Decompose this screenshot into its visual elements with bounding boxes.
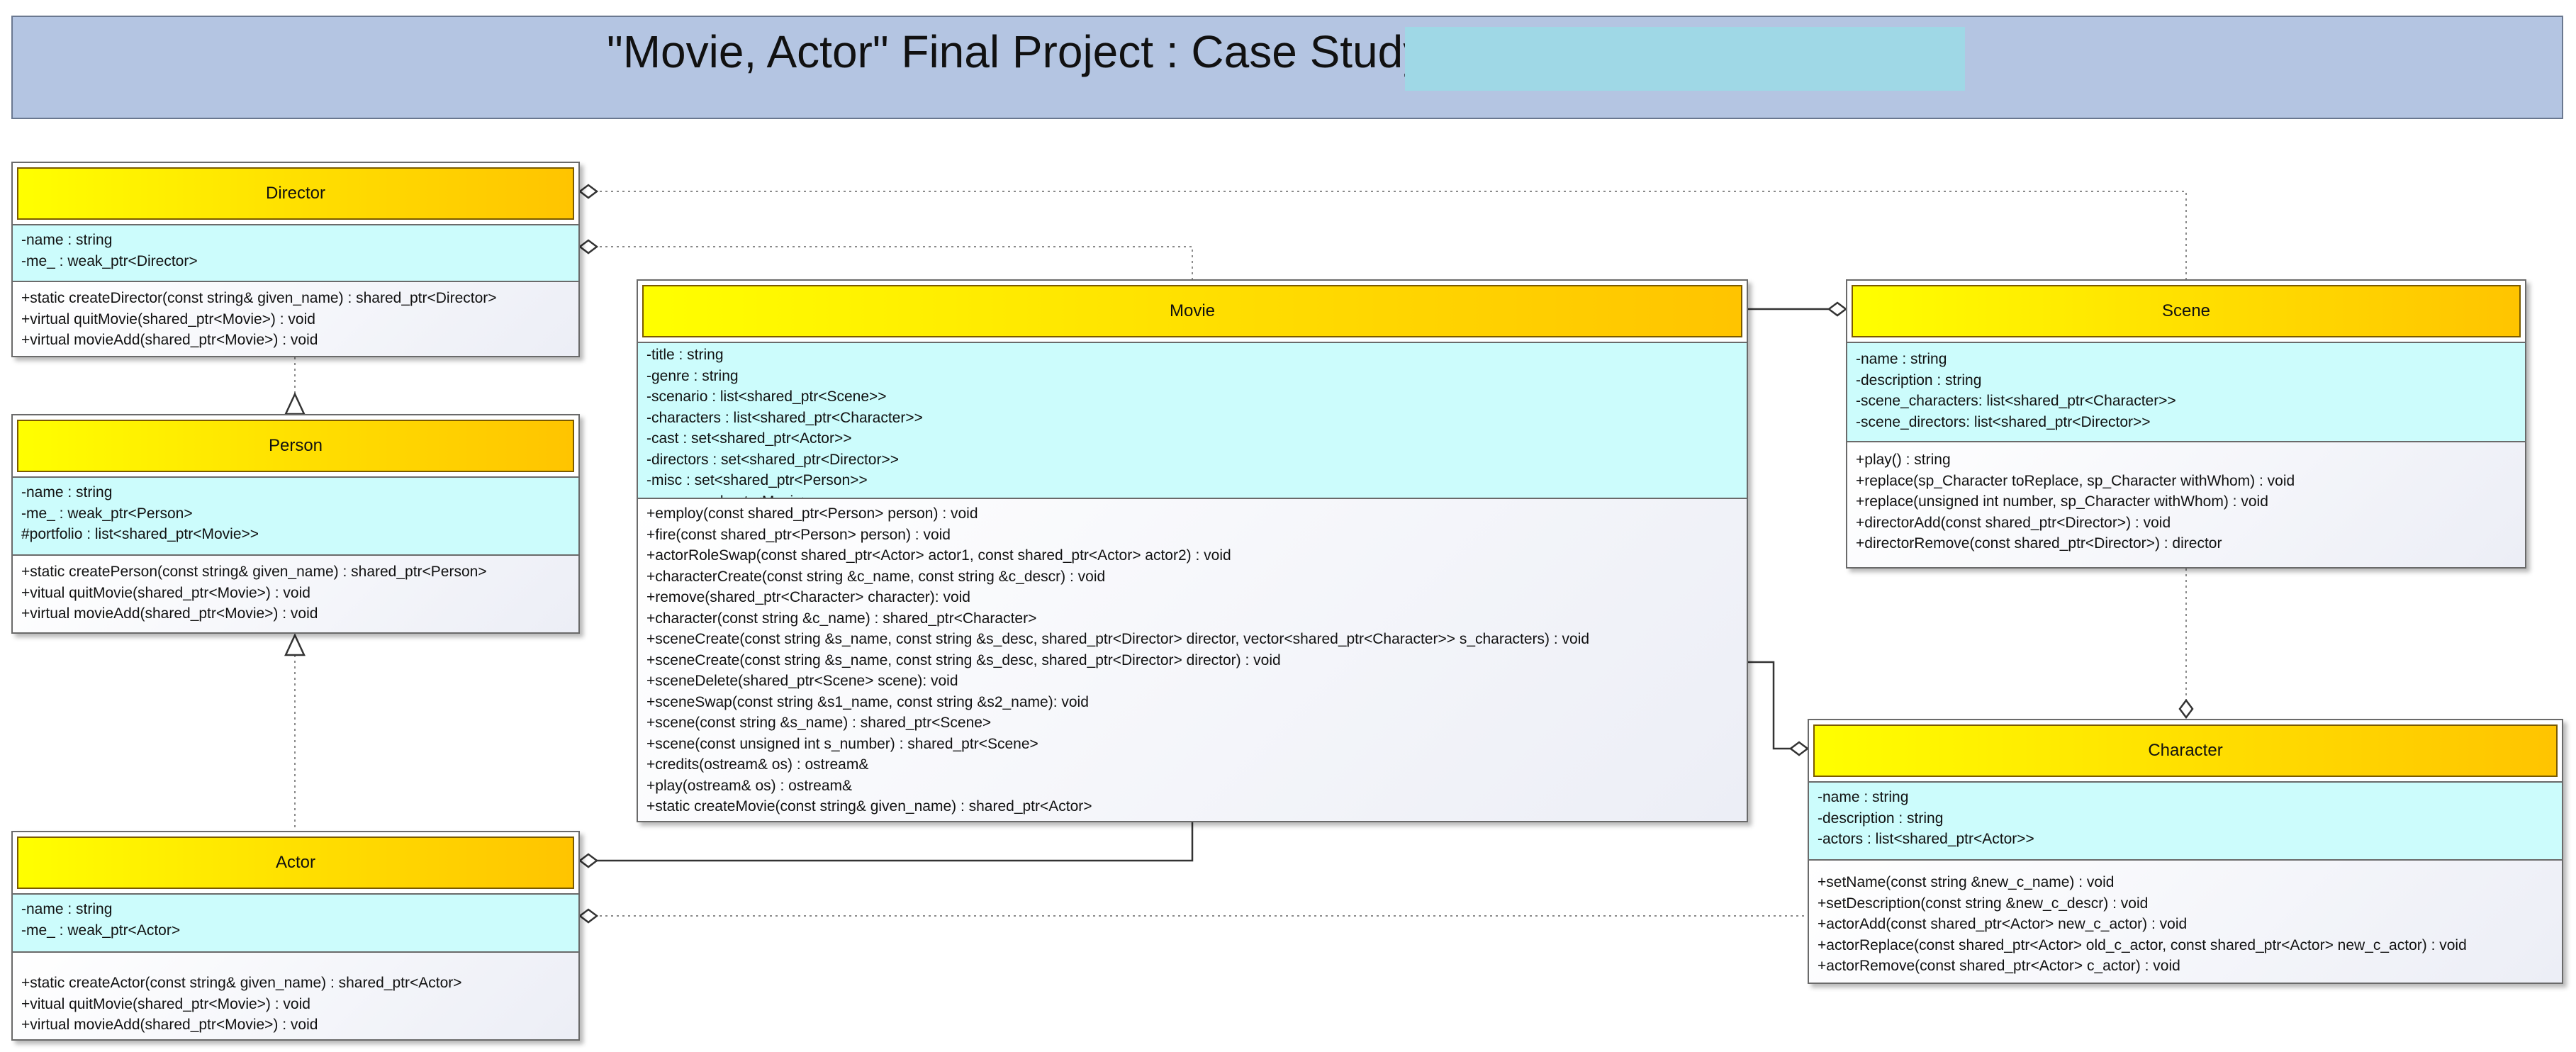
actor-operation: +static createActor(const string& given_… xyxy=(21,975,462,991)
movie-operation: +play(ostream& os) : ostream& xyxy=(646,777,853,794)
actor-operation: +vitual quitMovie(shared_ptr<Movie>) : v… xyxy=(21,995,310,1012)
person-operation: +virtual movieAdd(shared_ptr<Movie>) : v… xyxy=(21,605,318,622)
class-director-attributes: -name : string -me_ : weak_ptr<Director> xyxy=(13,224,578,282)
movie-operation: +actorRoleSwap(const shared_ptr<Actor> a… xyxy=(646,547,1231,564)
scene-attribute: -scene_directors: list<shared_ptr<Direct… xyxy=(1856,413,2151,430)
character-operation: +actorReplace(const shared_ptr<Actor> ol… xyxy=(1818,936,2467,953)
person-operation: +static createPerson(const string& given… xyxy=(21,564,487,580)
person-attribute: #portfolio : list<shared_ptr<Movie>> xyxy=(21,526,259,542)
character-movie-diamond xyxy=(1788,741,1810,756)
director-attribute: -name : string xyxy=(21,232,113,248)
scene-attribute: -scene_characters: list<shared_ptr<Chara… xyxy=(1856,393,2176,409)
movie-operation: +static createMovie(const string& given_… xyxy=(646,798,1092,815)
class-actor[interactable]: Actor -name : string -me_ : weak_ptr<Acto… xyxy=(11,831,580,1041)
scene-attribute: -name : string xyxy=(1856,351,1947,367)
class-person-operations: +static createPerson(const string& given… xyxy=(13,556,578,632)
class-director-header: Director xyxy=(17,167,574,220)
class-person-attributes: -name : string -me_ : weak_ptr<Person> #po… xyxy=(13,476,578,556)
director-attribute: -me_ : weak_ptr<Director> xyxy=(21,252,198,269)
class-scene-attributes: -name : string -description : string -scen… xyxy=(1847,342,2525,442)
actor-attribute: -name : string xyxy=(21,901,113,917)
character-attribute: -actors : list<shared_ptr<Actor>> xyxy=(1818,831,2034,847)
actor-operation: +virtual movieAdd(shared_ptr<Movie>) : v… xyxy=(21,1017,318,1033)
movie-attribute: -title : string xyxy=(646,347,724,363)
character-scene-diamond xyxy=(2178,698,2194,720)
person-attribute: -name : string xyxy=(21,484,113,500)
director-operation: +virtual movieAdd(shared_ptr<Movie>) : v… xyxy=(21,332,318,348)
movie-operation: +sceneCreate(const string &s_name, const… xyxy=(646,651,1281,668)
class-movie[interactable]: Movie -title : string -genre : string -sce… xyxy=(637,279,1748,822)
character-attribute: -name : string xyxy=(1818,789,1909,805)
movie-attribute: -genre : string xyxy=(646,367,739,384)
class-actor-operations: +static createActor(const string& given_… xyxy=(13,953,578,1039)
movie-attribute: -cast : set<shared_ptr<Actor>> xyxy=(646,430,852,447)
actor-character-diamond xyxy=(578,908,599,924)
class-character-attributes: -name : string -description : string -acto… xyxy=(1809,781,2562,861)
scene-operation: +directorRemove(const shared_ptr<Directo… xyxy=(1856,535,2222,552)
movie-attribute: -directors : set<shared_ptr<Director>> xyxy=(646,451,899,468)
movie-attribute: -me_ : weak_ptr<Movie> xyxy=(646,491,1738,498)
director-scene-link xyxy=(588,191,2187,279)
character-operation: +setDescription(const string &new_c_desc… xyxy=(1818,895,2149,912)
movie-attribute: -characters : list<shared_ptr<Character>… xyxy=(646,409,923,426)
scene-operation: +replace(unsigned int number, sp_Charact… xyxy=(1856,493,2268,510)
director-operation: +static createDirector(const string& giv… xyxy=(21,290,497,306)
movie-actor-link xyxy=(588,822,1194,862)
class-scene[interactable]: Scene -name : string -description : strin… xyxy=(1846,279,2526,569)
character-attribute: -description : string xyxy=(1818,810,1944,827)
diagram-title: "Movie, Actor" Final Project : Case Stud… xyxy=(607,26,1426,77)
actor-attribute: -me_ : weak_ptr<Actor> xyxy=(21,922,181,939)
scene-movie-diamond xyxy=(1827,301,1848,317)
class-movie-operations: +employ(const shared_ptr<Person> person)… xyxy=(638,499,1747,821)
movie-operation: +sceneDelete(shared_ptr<Scene> scene): v… xyxy=(646,673,958,689)
character-operation: +setName(const string &new_c_name) : voi… xyxy=(1818,874,2115,890)
class-actor-attributes: -name : string -me_ : weak_ptr<Actor> xyxy=(13,893,578,953)
class-character-header: Character xyxy=(1813,724,2558,777)
scene-attribute: -description : string xyxy=(1856,371,1982,388)
director-generalization-arrow xyxy=(284,392,306,415)
class-character[interactable]: Character -name : string -description : s… xyxy=(1808,719,2563,984)
movie-operation: +sceneSwap(const string &s1_name, const … xyxy=(646,693,1089,710)
movie-operation: +fire(const shared_ptr<Person> person) :… xyxy=(646,526,951,543)
movie-operation: +credits(ostream& os) : ostream& xyxy=(646,756,869,773)
class-movie-header: Movie xyxy=(642,285,1742,337)
scene-operation: +play() : string xyxy=(1856,452,1951,468)
class-director-operations: +static createDirector(const string& giv… xyxy=(13,282,578,356)
class-person-header: Person xyxy=(17,420,574,472)
movie-operation: +characterCreate(const string &c_name, c… xyxy=(646,568,1106,585)
class-scene-header: Scene xyxy=(1852,285,2521,337)
movie-operation: +remove(shared_ptr<Character> character)… xyxy=(646,589,970,605)
class-character-operations: +setName(const string &new_c_name) : voi… xyxy=(1809,861,2562,983)
actor-generalization-arrow xyxy=(284,633,306,656)
movie-operation: +scene(const unsigned int s_number) : sh… xyxy=(646,735,1038,752)
movie-character-link xyxy=(1748,661,1791,750)
movie-operation: +scene(const string &s_name) : shared_pt… xyxy=(646,715,992,731)
movie-operation: +employ(const shared_ptr<Person> person)… xyxy=(646,505,978,522)
title-highlight-box xyxy=(1405,27,1965,91)
director-movie-link xyxy=(588,246,1193,279)
class-director[interactable]: Director -name : string -me_ : weak_ptr<D… xyxy=(11,162,580,357)
director-scene-diamond xyxy=(578,184,599,199)
class-movie-attributes: -title : string -genre : string -scenario … xyxy=(638,342,1747,499)
director-movie-diamond xyxy=(578,239,599,254)
movie-attribute: -scenario : list<shared_ptr<Scene>> xyxy=(646,388,887,405)
actor-movie-diamond xyxy=(578,853,599,868)
class-actor-header: Actor xyxy=(17,836,574,889)
character-operation: +actorRemove(const shared_ptr<Actor> c_a… xyxy=(1818,958,2180,974)
scene-operation: +directorAdd(const shared_ptr<Director>)… xyxy=(1856,514,2171,531)
class-person[interactable]: Person -name : string -me_ : weak_ptr<Per… xyxy=(11,414,580,634)
director-operation: +virtual quitMovie(shared_ptr<Movie>) : … xyxy=(21,310,315,328)
scene-operation: +replace(sp_Character toReplace, sp_Char… xyxy=(1856,472,2295,489)
movie-operation: +character(const string &c_name) : share… xyxy=(646,610,1037,627)
person-operation: +vitual quitMovie(shared_ptr<Movie>) : v… xyxy=(21,584,310,601)
movie-attribute: -misc : set<shared_ptr<Person>> xyxy=(646,472,868,488)
movie-operation: +sceneCreate(const string &s_name, const… xyxy=(646,631,1590,647)
character-operation: +actorAdd(const shared_ptr<Actor> new_c_… xyxy=(1818,916,2188,932)
person-attribute: -me_ : weak_ptr<Person> xyxy=(21,505,193,522)
title-banner xyxy=(11,16,2563,119)
class-scene-operations: +play() : string +replace(sp_Character to… xyxy=(1847,442,2525,567)
